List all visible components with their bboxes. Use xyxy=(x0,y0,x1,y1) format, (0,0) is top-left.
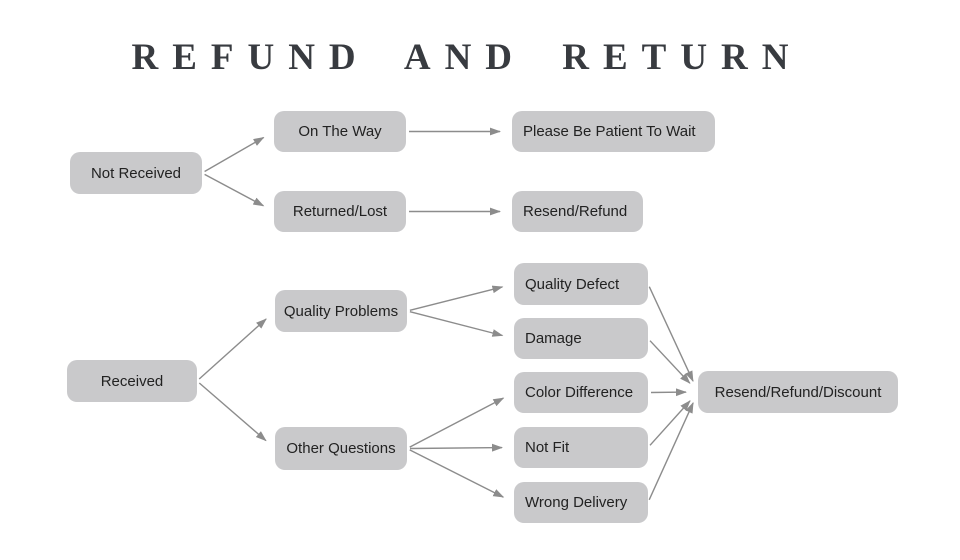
edge-wrong-delivery-to-resend-refund-discount xyxy=(648,401,694,501)
node-quality-problems: Quality Problems xyxy=(275,290,407,332)
node-please-be-patient: Please Be Patient To Wait xyxy=(512,111,715,152)
node-not-received: Not Received xyxy=(70,152,202,194)
edge-not-received-to-on-the-way xyxy=(204,136,265,173)
edge-damage-to-resend-refund-discount xyxy=(649,340,691,384)
node-on-the-way: On The Way xyxy=(274,111,406,152)
edge-not-received-to-returned-lost xyxy=(204,173,265,207)
edge-not-fit-to-resend-refund-discount xyxy=(649,400,691,446)
node-wrong-delivery: Wrong Delivery xyxy=(514,482,648,523)
edge-received-to-other-questions xyxy=(198,382,267,442)
node-returned-lost: Returned/Lost xyxy=(274,191,406,232)
edge-quality-problems-to-damage xyxy=(409,311,504,337)
node-color-difference: Color Difference xyxy=(514,372,648,413)
edge-other-questions-to-not-fit xyxy=(409,443,503,452)
edge-other-questions-to-wrong-delivery xyxy=(409,449,505,498)
edge-other-questions-to-color-difference xyxy=(409,397,505,448)
node-quality-defect: Quality Defect xyxy=(514,263,648,305)
node-not-fit: Not Fit xyxy=(514,427,648,468)
edge-received-to-quality-problems xyxy=(198,318,267,380)
edge-quality-problems-to-quality-defect xyxy=(409,285,504,311)
node-resend-refund: Resend/Refund xyxy=(512,191,643,232)
node-received: Received xyxy=(67,360,197,402)
node-damage: Damage xyxy=(514,318,648,359)
edge-quality-defect-to-resend-refund-discount xyxy=(648,286,694,383)
node-resend-refund-discount: Resend/Refund/Discount xyxy=(698,371,898,413)
page-title: REFUND AND RETURN xyxy=(131,37,803,78)
node-other-questions: Other Questions xyxy=(275,427,407,470)
